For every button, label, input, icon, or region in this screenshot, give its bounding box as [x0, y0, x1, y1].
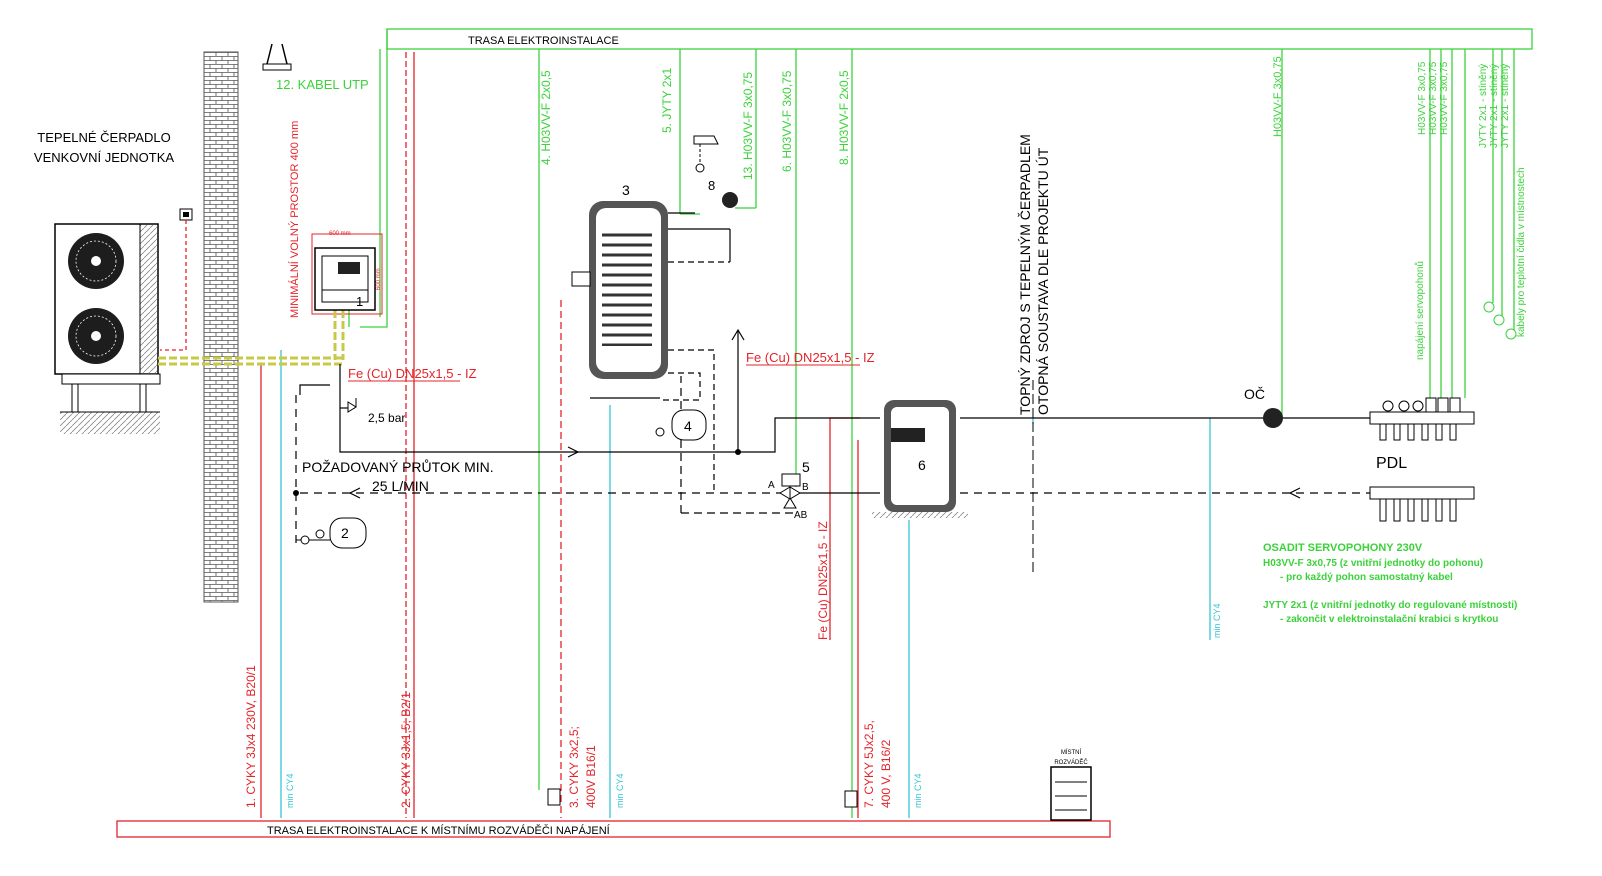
- valve-number: 5: [802, 459, 810, 475]
- sensor-cable-3: JYTY 2x1 - stíněný: [1500, 64, 1511, 148]
- cable-7-label-b: 400 V, B16/2: [879, 739, 893, 808]
- outdoor-unit: TEPELNÉ ČERPADLO VENKOVNÍ JEDNOTKA: [34, 130, 174, 434]
- note-4: JYTY 2x1 (z vnitřní jednotky do regulova…: [1263, 600, 1517, 611]
- expansion-vessel-4-number: 4: [684, 418, 692, 434]
- mixer-number: 8: [708, 178, 715, 193]
- pipe-label-vertical: Fe (Cu) DN25x1,5 - IZ: [816, 521, 830, 640]
- indoor-unit-number: 1: [356, 294, 363, 309]
- servo-cable-3: H03VV-F 3x0,75: [1439, 61, 1450, 135]
- utp-cable-label: 12. KABEL UTP: [276, 77, 369, 92]
- safety-pressure-label: 2,5 bar: [368, 411, 405, 425]
- top-route-label: TRASA ELEKTROINSTALACE: [468, 35, 619, 47]
- flow-label-1: POŽADOVANÝ PRŮTOK MIN.: [302, 458, 494, 475]
- cable-13-label: 13. H03VV-F 3x0,75: [741, 72, 755, 180]
- servo-cable-1: H03VV-F 3x0,75: [1417, 61, 1428, 135]
- cable-1-label: 1. CYKY 3Jx4 230V, B20/1: [244, 665, 258, 808]
- buffer-number: 6: [918, 457, 926, 473]
- indoor-unit: 1: [314, 247, 376, 311]
- outdoor-unit-title-2: VENKOVNÍ JEDNOTKA: [34, 150, 174, 165]
- cyan-label-1: min CY4: [285, 773, 295, 808]
- valve-port-a: A: [768, 480, 775, 491]
- flow-label-2: 25 L/MIN: [372, 478, 429, 494]
- cable-7-label-a: 7. CYKY 5Jx2,5,: [862, 720, 876, 808]
- free-space-label: MINIMÁLNÍ VOLNÝ PROSTOR 400 mm: [288, 121, 301, 318]
- free-space-box: [311, 233, 383, 315]
- distribution-board: MÍSTNÍ ROZVÁDĚČ: [1050, 749, 1092, 821]
- bottom-route-label: TRASA ELEKTROINSTALACE K MÍSTNÍMU ROZVÁD…: [267, 824, 611, 837]
- sensor-cable-2: JYTY 2x1 - stíněný: [1489, 64, 1500, 148]
- buffer-tank: 6: [872, 400, 968, 518]
- notes: OSADIT SERVOPOHONY 230V H03VV-F 3x0,75 (…: [1263, 542, 1517, 625]
- valve-port-b: B: [802, 482, 809, 493]
- cable-3-label-b: 400V B16/1: [584, 745, 598, 808]
- pipe-label-1: Fe (Cu) DN25x1,5 - IZ: [348, 366, 477, 381]
- safety-valve-icon: [347, 398, 357, 413]
- servo-caption: napájení servopohonů: [1414, 261, 1426, 360]
- bottom-route-box: [116, 820, 1111, 838]
- tank-number: 3: [622, 182, 630, 198]
- dhw-tank: 3: [571, 182, 668, 379]
- note-3: - pro každý pohon samostatný kabel: [1280, 572, 1453, 583]
- note-2: H03VV-F 3x0,75 (z vnitřní jednotky do po…: [1263, 558, 1483, 569]
- cyan-label-4: min CY4: [1212, 603, 1222, 638]
- pipe-label-2: Fe (Cu) DN25x1,5 - IZ: [746, 350, 875, 365]
- expansion-vessel-dhw: 4: [655, 409, 707, 441]
- three-way-valve: 5 A B AB: [768, 459, 810, 521]
- manifold-label: PDL: [1376, 455, 1407, 472]
- router-icon: [262, 43, 292, 71]
- board-label-1: MÍSTNÍ: [1061, 749, 1082, 756]
- servo-cable-2: H03VV-F 3x0,75: [1428, 61, 1439, 135]
- cyan-label-2: min CY4: [615, 773, 625, 808]
- heat-source-label-1: TOPNÝ ZDROJ S TEPELNÝM ČERPADLEM: [1017, 134, 1033, 415]
- cable-2-label: 2. CYKY 3Jx1,5; B2/1: [399, 692, 413, 808]
- cable-6-label: 6. H03VV-F 3x0,75: [780, 70, 794, 172]
- outdoor-temperature-sensor-icon: [179, 208, 193, 221]
- pump-label: OČ: [1244, 386, 1265, 402]
- cyan-label-3: min CY4: [913, 773, 923, 808]
- dim-600-vertical: 600 mm: [376, 268, 382, 290]
- heat-source-label-2: OTOPNÁ SOUSTAVA DLE PROJEKTU ÚT: [1035, 147, 1051, 415]
- expansion-vessel-2-number: 2: [341, 525, 349, 541]
- note-5: - zakončit v elektroinstalační krabici s…: [1280, 614, 1498, 625]
- cable-right-label: H03VV-F 3x0,75: [1272, 56, 1284, 137]
- sensor-caption: kabely pro teplotní čidla v místnostech: [1516, 167, 1527, 337]
- dim-600-horizontal: 600 mm: [329, 231, 351, 237]
- thermostatic-mixer-icon: 8: [693, 135, 738, 208]
- isolator-switch-icons: [547, 788, 858, 808]
- cable-4-label: 4. H03VV-F 2x0,5: [539, 70, 553, 165]
- board-label-2: ROZVÁDĚČ: [1054, 758, 1088, 766]
- expansion-vessel-heating: 2: [296, 517, 367, 549]
- note-1: OSADIT SERVOPOHONY 230V: [1263, 542, 1423, 554]
- red-cabling: [160, 52, 860, 818]
- green-cabling: [348, 29, 1515, 818]
- cable-5-label: 5. JYTY 2x1: [660, 68, 674, 133]
- cable-3-label-a: 3. CYKY 3x2,5;: [567, 726, 581, 808]
- flow-arrows: [348, 446, 1301, 499]
- refrigerant-line: [158, 310, 345, 366]
- room-sensor-icons: [1483, 301, 1517, 340]
- floor-heating-manifold: PDL: [1369, 397, 1475, 522]
- outdoor-unit-title-1: TEPELNÉ ČERPADLO: [37, 130, 170, 145]
- circulation-pump-icon: OČ: [1244, 386, 1283, 428]
- cyan-cabling: [280, 350, 1211, 818]
- sensor-cable-1: JYTY 2x1 - stíněný: [1478, 64, 1489, 148]
- cable-8-label: 8. H03VV-F 2x0,5: [837, 70, 851, 165]
- brick-wall: [203, 51, 239, 603]
- valve-port-ab: AB: [794, 510, 808, 521]
